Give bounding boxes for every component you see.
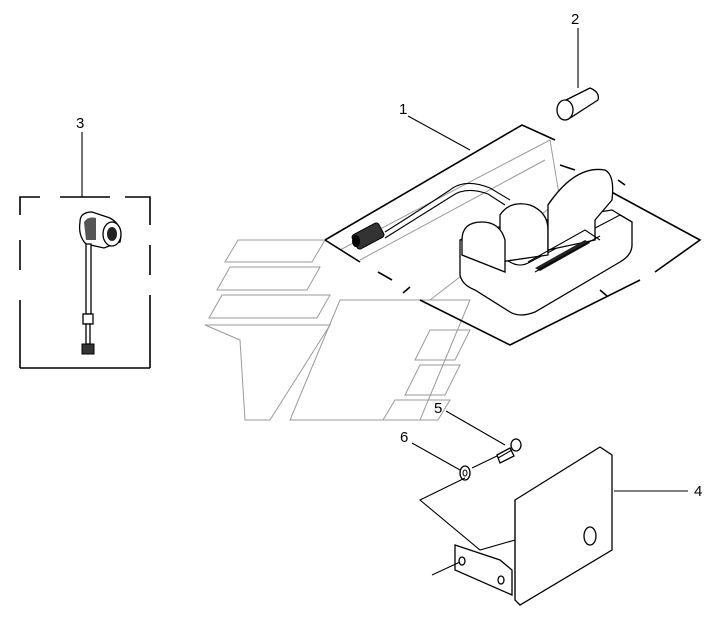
- part-6-washer: [459, 465, 471, 481]
- part-5-screw: [496, 438, 522, 464]
- callout-2: 2: [571, 11, 579, 28]
- part-1-docking-cradle: [324, 124, 702, 346]
- leader-lines: [81, 28, 688, 576]
- callout-4: 4: [694, 483, 702, 500]
- part-3-connector-cable: [19, 196, 151, 369]
- part-4-mounting-bracket: [418, 446, 613, 606]
- part-2-cylinder-plug: [556, 87, 599, 121]
- callout-5: 5: [434, 400, 442, 417]
- callout-6: 6: [400, 429, 408, 446]
- callout-1: 1: [399, 101, 407, 118]
- callout-3: 3: [76, 115, 84, 132]
